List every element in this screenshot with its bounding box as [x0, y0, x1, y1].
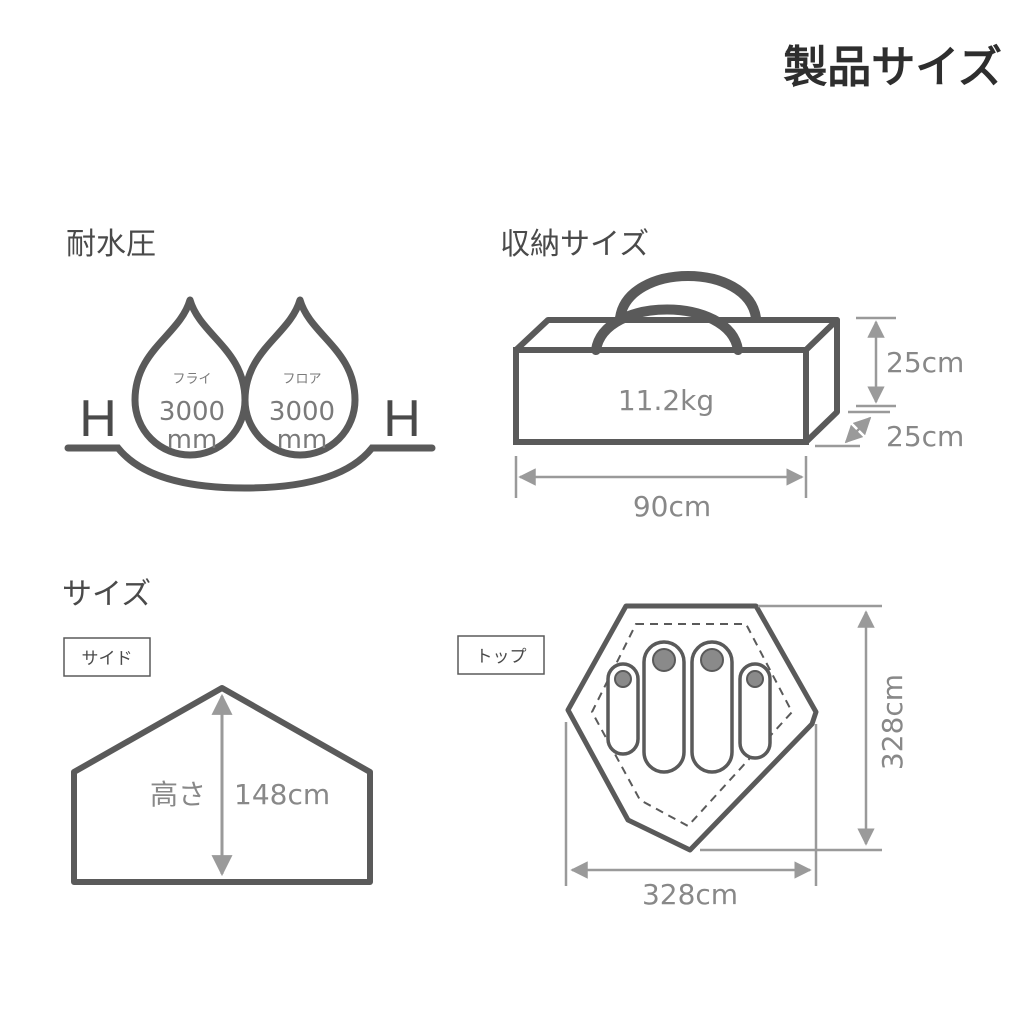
tent-inner-dashed [590, 623, 794, 828]
side-view-tab-label: サイド [82, 649, 133, 669]
storage-bag-illustration [513, 271, 840, 445]
sleeping-bag-icon [690, 640, 734, 774]
water-pressure-heading: 耐水圧 [66, 227, 156, 262]
fly-unit: mm [167, 425, 218, 455]
top-view-tab [457, 635, 545, 675]
top-view-tab-label: トップ [476, 647, 527, 667]
tent-height-value: 148cm [234, 778, 330, 811]
tent-top-width: 328cm [642, 878, 738, 911]
tent-height-label: 高さ [150, 778, 206, 811]
bag-depth-dimension: 25cm [886, 420, 964, 453]
tent-top-depth: 328cm [876, 674, 909, 770]
bag-handle-back [615, 271, 761, 323]
water-drops-illustration [64, 296, 436, 492]
sleeping-bags [606, 640, 772, 774]
ground-line [64, 444, 436, 492]
h-left-label: H [79, 390, 117, 448]
floor-unit: mm [277, 425, 328, 455]
fly-drop-icon [131, 296, 249, 459]
tent-top-view [565, 603, 819, 853]
fly-label: フライ [172, 372, 211, 387]
size-heading: サイズ [62, 577, 151, 612]
storage-dimensions [514, 316, 896, 498]
sleeping-bag-icon [642, 640, 686, 774]
bag-weight: 11.2kg [618, 384, 714, 417]
bag-handle-front [591, 304, 743, 355]
floor-label: フロア [282, 372, 321, 387]
bag-height-dimension: 25cm [886, 346, 964, 379]
sleeping-bag-icon [738, 662, 772, 760]
page-title: 製品サイズ [783, 42, 1002, 93]
sleeping-bag-icon [606, 662, 640, 756]
bag-front-face [513, 347, 809, 445]
side-view-tab [63, 637, 151, 677]
storage-heading: 収納サイズ [500, 227, 649, 262]
bag-width-dimension: 90cm [633, 490, 711, 523]
floor-value: 3000 [269, 397, 335, 427]
tent-top-dimensions [564, 604, 882, 886]
floor-drop-icon [241, 296, 359, 459]
fly-value: 3000 [159, 397, 225, 427]
h-right-label: H [383, 390, 421, 448]
